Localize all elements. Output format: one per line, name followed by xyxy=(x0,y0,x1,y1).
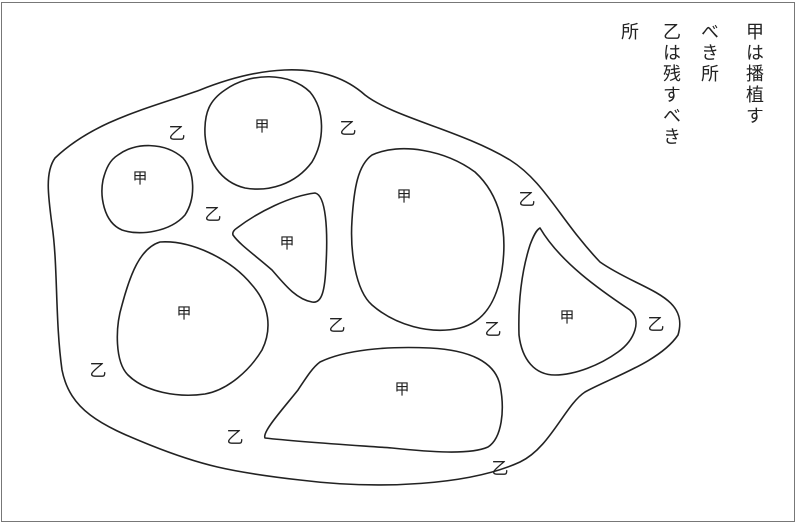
otsu-label-10: 乙 xyxy=(492,459,509,479)
otsu-label-2: 乙 xyxy=(340,119,357,139)
otsu-label-7: 乙 xyxy=(648,315,665,335)
legend-line-4: 所 xyxy=(618,22,639,43)
ko-label-6: 甲 xyxy=(559,308,574,326)
legend-line-3: 乙は残すべき xyxy=(660,22,681,148)
region-ko-7 xyxy=(264,346,504,453)
region-ko-1 xyxy=(101,144,194,234)
otsu-label-9: 乙 xyxy=(227,428,244,448)
ko-label-5: 甲 xyxy=(176,304,191,322)
outer-boundary xyxy=(47,69,681,486)
legend-line-2: べき所 xyxy=(698,22,719,85)
legend-line-1: 甲は播植す xyxy=(743,22,764,127)
ko-label-2: 甲 xyxy=(254,117,269,135)
region-ko-5 xyxy=(116,241,269,396)
region-ko-3 xyxy=(231,192,328,303)
ko-label-4: 甲 xyxy=(396,187,411,205)
region-ko-4 xyxy=(350,148,505,332)
otsu-label-4: 乙 xyxy=(519,190,536,210)
ko-label-1: 甲 xyxy=(132,169,147,187)
region-ko-6 xyxy=(518,227,637,376)
otsu-label-1: 乙 xyxy=(169,124,186,144)
otsu-label-3: 乙 xyxy=(205,205,222,225)
otsu-label-5: 乙 xyxy=(329,316,346,336)
ko-label-3: 甲 xyxy=(279,234,294,252)
otsu-label-8: 乙 xyxy=(90,361,107,381)
otsu-label-6: 乙 xyxy=(485,320,502,340)
region-ko-2 xyxy=(204,75,323,190)
ko-label-7: 甲 xyxy=(394,380,409,398)
